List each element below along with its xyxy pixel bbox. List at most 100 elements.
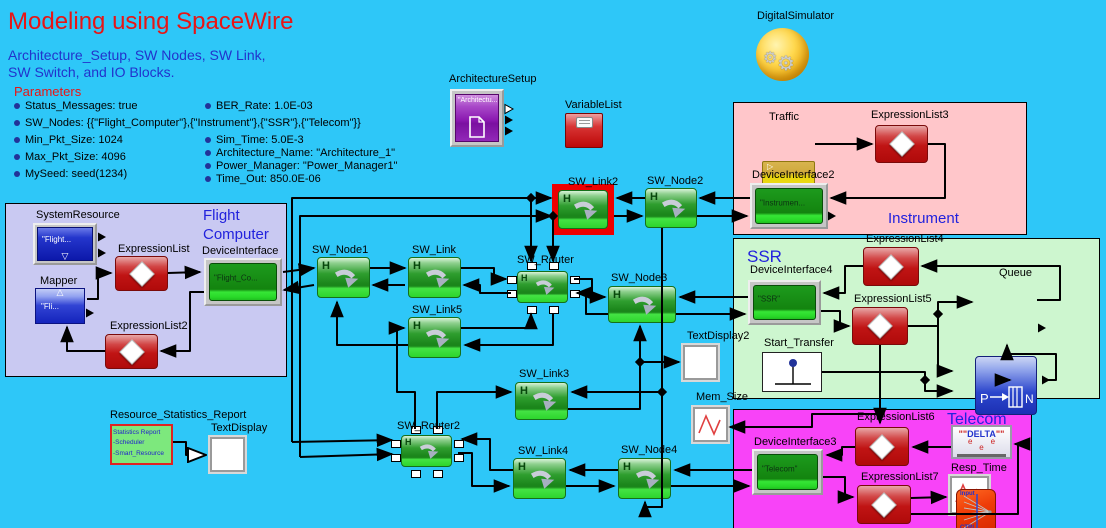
wire [173,441,205,455]
architecture-setup-block[interactable]: "Architectu... [450,89,504,147]
expression-list-label: ExpressionList [118,243,190,255]
variable-list-block[interactable] [565,113,603,148]
h-icon: H [413,260,421,272]
sw-node1-label: SW_Node1 [312,244,369,256]
sw-node4-block[interactable]: H [618,458,671,499]
expression-list2-block[interactable] [105,334,158,369]
device-interface3-block[interactable]: "Telecom" [752,449,823,495]
mapper-block[interactable]: △"Fli... [35,288,85,324]
wire [330,300,408,346]
text-display-label: TextDisplay [211,422,268,434]
start-transfer-block[interactable] [762,352,822,392]
parameter-item: Status_Messages: true [14,100,138,112]
instrument-label: Instrument [888,210,959,229]
system-resource-body: "Flight... ▽ [37,227,93,261]
resource-statistics-report-line: -Smart_Resource [113,449,164,457]
text-display-block[interactable] [208,435,247,474]
device-interface2-value: "Instrumen... [760,198,806,208]
parameter-item: Power_Manager: "Power_Manager1" [205,160,397,172]
sw-node1-block[interactable]: H [317,257,370,298]
sw-link3-block[interactable]: H [515,382,568,420]
sw-link-label: SW_Link [412,244,457,256]
resource-statistics-report-block[interactable]: Statistics Report-Scheduler-Smart_Resour… [110,424,173,465]
sw-link4-block[interactable]: H [513,458,566,499]
h-icon: H [322,260,330,272]
expression-list3-block[interactable] [875,125,928,163]
triangle-down-icon: ▽ [61,251,69,261]
port-triangle-icon [505,115,513,125]
parameter-text: Max_Pkt_Size: 4096 [25,151,126,163]
zigzag-icon [698,413,721,436]
hblock-swoosh-icon [661,199,686,218]
expression-list7-label: ExpressionList7 [861,471,939,483]
x-port-icon [507,276,517,284]
hblock-swoosh-icon [530,470,554,489]
quote-mark: "" [995,429,1005,439]
device-interface3-body: "Telecom" [757,454,818,490]
telecom-label: Telecom [947,410,1007,430]
parameter-item: MySeed: seed(1234) [14,168,127,180]
device-interface2-block[interactable]: "Instrumen... [750,183,828,229]
expression-list5-label: ExpressionList5 [854,293,932,305]
resource-statistics-report-line: Statistics Report [113,429,161,436]
hollow-port-triangle-icon [504,103,515,115]
variable-list-label: VariableList [565,99,622,111]
queue-label: Queue [999,267,1033,279]
sw-node3-block[interactable]: H [608,286,676,323]
gear-icon: ⚙ [777,53,795,75]
x-port-icon [433,470,443,478]
wire [462,278,511,294]
parameter-text: Architecture_Name: "Architecture_1" [216,147,395,159]
expression-list4-block[interactable] [863,247,919,286]
delta-block[interactable]: ""DELTA""e e e [951,425,1012,459]
selector-input-label: Input [960,491,975,497]
mem-size-block[interactable] [691,405,730,444]
gear-icon: ⚙ [763,50,778,67]
step-source-icon [775,359,811,385]
expression-list6-block[interactable] [855,427,909,466]
sw-link-block[interactable]: H [408,257,461,298]
bullet-icon [14,103,20,110]
resource-statistics-report-label: Resource_Statistics_Report [110,409,247,421]
text-display2-block[interactable] [681,343,720,382]
parameter-item: BER_Rate: 1.0E-03 [205,100,313,112]
instrument-label-line: Instrument [888,210,959,227]
bullet-icon [205,163,211,170]
expression-list7-block[interactable] [857,485,911,524]
expression-list-block[interactable] [115,256,168,291]
expression-list5-block[interactable] [852,307,908,345]
hblock-swoosh-icon [573,201,598,220]
flight-computer-label-line: Computer [203,225,269,243]
sw-link5-block[interactable]: H [408,317,461,358]
x-port-icon [570,290,580,298]
sw-node2-block[interactable]: H [645,188,697,228]
page-icon [469,116,485,138]
sw-link2-block[interactable]: H [558,190,608,229]
sw-link3-label: SW_Link3 [519,368,570,380]
device-interface4-block[interactable]: "SSR" [748,280,821,325]
parameter-item: Sim_Time: 5.0E-3 [205,134,304,146]
resp-time-label: Resp_Time [951,462,1007,474]
hblock-swoosh-icon [425,269,449,288]
digital-simulator-label: DigitalSimulator [757,10,835,22]
mem-size-label: Mem_Size [696,391,748,403]
x-port-icon [454,454,464,462]
device-interface-block[interactable]: "Flight_Co... [204,258,282,306]
parameter-text: MySeed: seed(1234) [25,168,128,180]
expression-list3-label: ExpressionList3 [871,109,949,121]
diamond-icon [118,338,145,365]
device-interface2-label: DeviceInterface2 [752,169,835,181]
x-port-icon [391,440,401,448]
system-resource-block[interactable]: "Flight... ▽ [33,223,97,265]
sw-router-block[interactable]: H [507,262,580,314]
digital-simulator-block[interactable]: ⚙⚙ [756,28,809,81]
device-interface-value: "Flight_Co... [214,273,258,283]
sw-router2-block[interactable]: H [391,426,464,478]
expression-list4-label: ExpressionList4 [866,233,944,245]
system-resource-value: "Flight... [42,235,72,244]
junction-diamond [634,356,646,368]
wire [458,452,511,493]
